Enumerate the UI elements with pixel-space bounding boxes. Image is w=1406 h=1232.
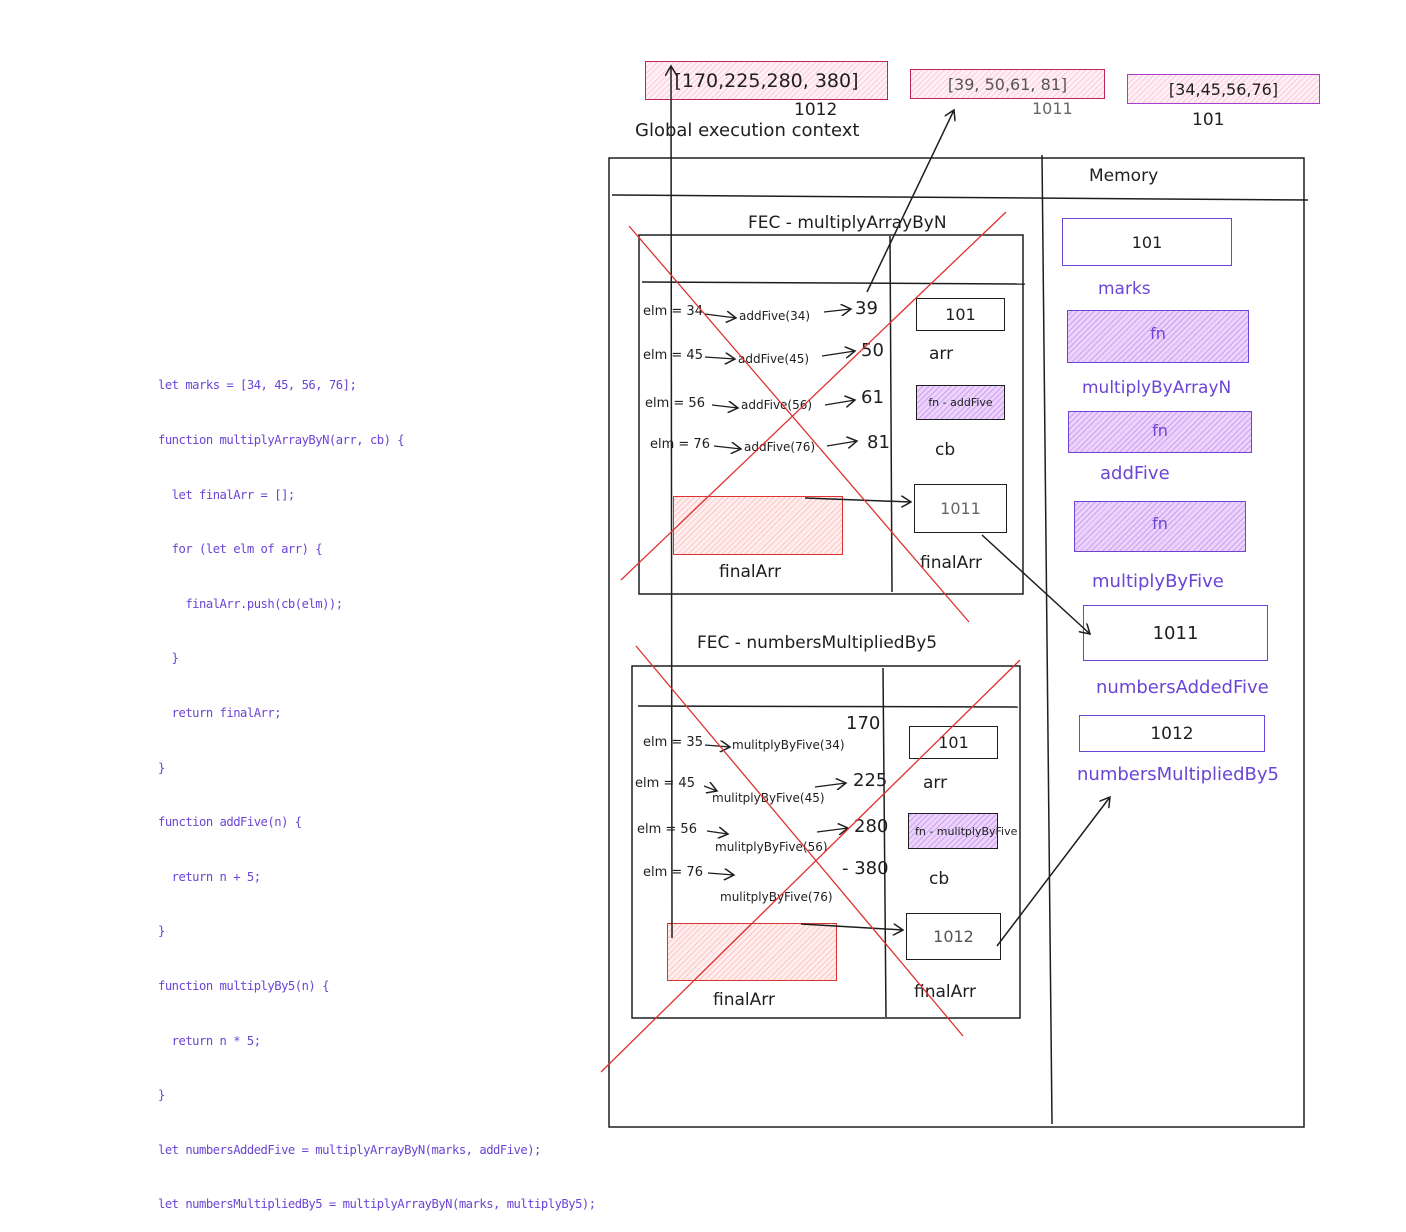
fec2-row-left: elm = 35: [643, 735, 703, 750]
code-line: finalArr.push(cb(elm));: [158, 596, 343, 611]
memory-marks-addr: 101: [1131, 232, 1163, 252]
memory-fn-addFive: fn: [1068, 411, 1252, 453]
pointer-arrows: [671, 66, 1110, 947]
fec1-row-result: 39: [855, 298, 878, 319]
fec1-row-call: addFive(34): [739, 309, 811, 323]
memory-added-addr: 1011: [1152, 622, 1199, 644]
code-line: let finalArr = [];: [158, 487, 296, 502]
fec2-frame: [631, 665, 1021, 1019]
fec2-row-result: - 380: [842, 858, 889, 879]
code-line: return n * 5;: [158, 1033, 261, 1048]
fec2-row-call: mulitplyByFive(34): [732, 738, 845, 752]
fec1-row-left: elm = 76: [650, 437, 710, 452]
code-line: return n + 5;: [158, 869, 261, 884]
fec1-arr-addr: 101: [945, 305, 976, 324]
fec2-cb-label: cb: [929, 869, 950, 889]
fec1-cb-box: fn - addFive: [916, 385, 1005, 420]
heap-address-1011: 1011: [1032, 99, 1073, 118]
code-line: }: [158, 651, 179, 666]
heap-array-101-text: [34,45,56,76]: [1168, 79, 1279, 99]
memory-mult-addr: 1012: [1150, 723, 1194, 744]
gec-title: Global execution context: [635, 120, 860, 141]
fec2-row-left: elm = 76: [643, 865, 703, 880]
fec1-cb-label: cb: [935, 440, 956, 460]
memory-fn1-text: fn: [1150, 324, 1166, 343]
code-line: return finalArr;: [158, 705, 282, 720]
fec1-finalarr-addr: 1011: [940, 499, 981, 518]
fec1-finalarr-rect: [673, 496, 843, 555]
fec1-row-call: addFive(45): [738, 352, 810, 366]
fec2-first-result: 170: [846, 713, 881, 734]
code-line: function addFive(n) {: [158, 815, 302, 830]
fec2-arr-label: arr: [923, 773, 948, 793]
memory-fn-multiplyByFive: fn: [1074, 501, 1246, 552]
fec2-row-call: mulitplyByFive(45): [712, 791, 825, 805]
code-line: let numbersAddedFive = multiplyArrayByN(…: [158, 1142, 541, 1157]
fec2-row-call: mulitplyByFive(56): [715, 840, 828, 854]
memory-title: Memory: [1089, 166, 1159, 186]
heap-array-1012: [170,225,280, 380]: [645, 61, 888, 100]
fec1-row-result: 81: [867, 432, 890, 453]
fec2-finalarr-box: 1012: [906, 913, 1001, 960]
code-line: }: [158, 1088, 165, 1103]
diagram-lines: [600, 0, 1309, 1128]
memory-added-label: numbersAddedFive: [1096, 677, 1269, 698]
code-line: function multiplyBy5(n) {: [158, 978, 329, 993]
code-line: }: [158, 924, 165, 939]
fec2-arr-addr: 101: [938, 733, 969, 752]
memory-fn1-label: multiplyByArrayN: [1082, 378, 1232, 398]
fec1-row-call: addFive(56): [741, 398, 813, 412]
fec1-row-left: elm = 34: [643, 304, 703, 319]
fec2-row-result: 225: [853, 770, 888, 791]
fec2-title: FEC - numbersMultipliedBy5: [697, 633, 938, 653]
fec1-arr-label: arr: [929, 344, 954, 364]
fec1-arr-box: 101: [916, 298, 1005, 331]
memory-mult-box: 1012: [1079, 715, 1265, 752]
gec-frame: [608, 154, 1309, 1128]
fec2-row-result: 280: [854, 816, 889, 837]
code-line: }: [158, 760, 165, 775]
memory-fn2-label: addFive: [1100, 463, 1170, 484]
code-line: let marks = [34, 45, 56, 76];: [158, 378, 357, 393]
memory-fn-multiplyByArrayN: fn: [1067, 310, 1249, 363]
memory-marks-label: marks: [1098, 279, 1151, 299]
heap-array-1012-text: [170,225,280, 380]: [674, 69, 859, 92]
fec2-row-left: elm = 56: [637, 822, 697, 837]
memory-fn3-label: multiplyByFive: [1092, 571, 1224, 592]
heap-address-1012: 1012: [794, 100, 838, 120]
fec1-finalarr-array-label: finalArr: [719, 562, 781, 582]
fec1-frame: [638, 234, 1026, 595]
fec2-finalarr-array-label: finalArr: [713, 990, 775, 1010]
fec2-row-call: mulitplyByFive(76): [720, 890, 833, 904]
fec2-finalarr-rect: [667, 923, 837, 981]
heap-array-101: [34,45,56,76]: [1127, 74, 1320, 104]
fec1-finalarr-label: finalArr: [920, 553, 982, 573]
fec2-cb-value: fn - mulitplyByFive: [915, 824, 1018, 838]
fec2-arr-box: 101: [909, 726, 998, 759]
heap-array-1011: [39, 50,61, 81]: [910, 69, 1105, 99]
fec2-row-left: elm = 45: [635, 776, 695, 791]
memory-marks-box: 101: [1062, 218, 1232, 266]
code-line: for (let elm of arr) {: [158, 542, 323, 557]
fec1-row-call: addFive(76): [744, 440, 816, 454]
heap-array-1011-text: [39, 50,61, 81]: [947, 74, 1068, 94]
fec2-cb-box: fn - mulitplyByFive: [908, 813, 1017, 849]
code-line: function multiplyArrayByN(arr, cb) {: [158, 433, 405, 447]
memory-mult-label: numbersMultipliedBy5: [1077, 764, 1280, 785]
fec2-finalarr-addr: 1012: [933, 927, 974, 946]
fec1-row-result: 61: [861, 387, 884, 408]
heap-address-101: 101: [1192, 110, 1225, 130]
fec1-finalarr-box: 1011: [914, 484, 1007, 533]
fec1-row-left: elm = 56: [645, 396, 705, 411]
fec-cross-marks: [600, 211, 1021, 1073]
memory-fn2-text: fn: [1152, 420, 1168, 440]
fec1-row-arrows: [704, 309, 857, 449]
fec1-cb-value: fn - addFive: [928, 396, 993, 409]
memory-fn3-text: fn: [1152, 514, 1168, 533]
fec1-row-left: elm = 45: [643, 348, 703, 363]
fec2-row-arrows: [703, 745, 848, 875]
code-line: let numbersMultipliedBy5 = multiplyArray…: [158, 1197, 596, 1212]
